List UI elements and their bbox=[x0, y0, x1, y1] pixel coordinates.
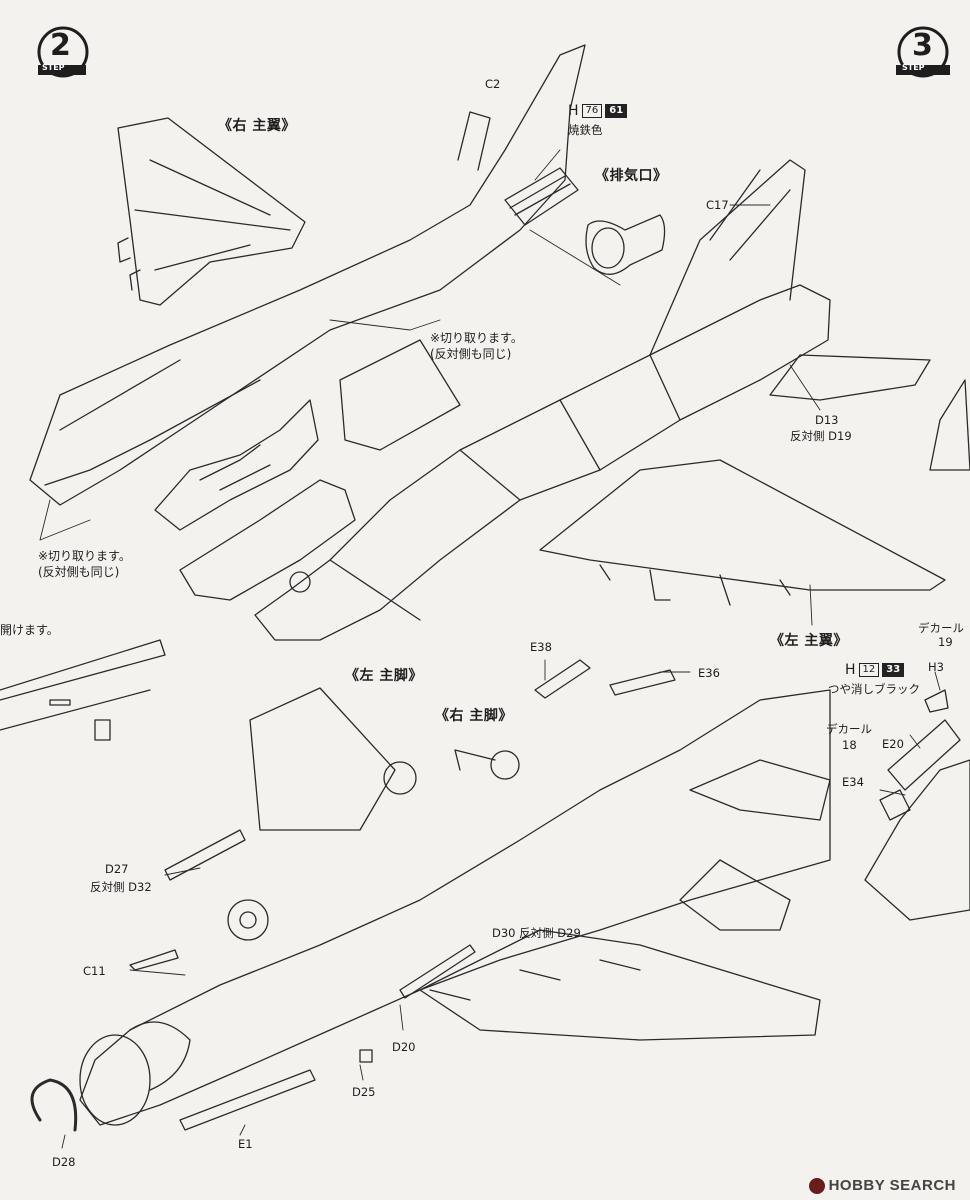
part-h3: H3 bbox=[928, 660, 944, 674]
step-2-marker: 2 STEP bbox=[28, 24, 98, 80]
paint-flat-black-prefix: H bbox=[845, 662, 856, 678]
step-3-badge-icon bbox=[896, 26, 950, 78]
part-d28: D28 bbox=[52, 1155, 76, 1169]
cut-note-upper-line1: ※切り取ります。 bbox=[430, 331, 523, 345]
decal-18-label: デカール bbox=[826, 722, 872, 736]
paint-burnt-iron: H 76 61 bbox=[568, 103, 628, 119]
fuselage-assembled-upper bbox=[254, 284, 831, 641]
cut-note-upper-line2: (反対側も同じ) bbox=[430, 347, 512, 361]
right-wing-outline bbox=[117, 117, 306, 306]
section-right-main-gear: 《右 主脚》 bbox=[435, 708, 513, 724]
hobby-search-logo-icon bbox=[808, 1177, 825, 1194]
paint-burnt-iron-name: 焼鉄色 bbox=[568, 123, 603, 137]
section-right-wing: 《右 主翼》 bbox=[218, 118, 296, 134]
part-e34: E34 bbox=[842, 775, 864, 789]
exhaust-nozzle bbox=[585, 214, 666, 275]
step-2-badge-icon bbox=[37, 26, 89, 78]
cut-note-lower: ※切り取ります。 (反対側も同じ) bbox=[38, 548, 131, 580]
fuselage-assembled-lower bbox=[79, 689, 831, 1126]
paint-flat-black-name: つや消しブラック bbox=[828, 682, 920, 696]
part-d27: D27 bbox=[105, 862, 129, 876]
step-3-marker: 3 STEP bbox=[888, 24, 958, 80]
paint-burnt-iron-code1: 76 bbox=[581, 104, 603, 118]
paint-flat-black-code1: 12 bbox=[858, 663, 880, 677]
part-c2: C2 bbox=[485, 77, 501, 91]
part-e20: E20 bbox=[882, 737, 904, 751]
cut-note-upper: ※切り取ります。 (反対側も同じ) bbox=[430, 330, 523, 362]
step-3-number: 3 bbox=[912, 28, 933, 63]
step-2-word: STEP bbox=[42, 63, 65, 72]
part-d32: 反対側 D32 bbox=[90, 880, 152, 894]
section-exhaust: 《排気口》 bbox=[595, 168, 668, 184]
paint-burnt-iron-code2: 61 bbox=[605, 104, 628, 118]
paint-burnt-iron-prefix: H bbox=[568, 103, 579, 119]
part-d25: D25 bbox=[352, 1085, 376, 1099]
part-e36: E36 bbox=[698, 666, 720, 680]
decal-18-number: 18 bbox=[842, 738, 857, 752]
part-d20: D20 bbox=[392, 1040, 416, 1054]
cut-note-left-partial: 開けます。 bbox=[0, 623, 59, 637]
step-2-number: 2 bbox=[50, 28, 71, 63]
paint-flat-black-code2: 33 bbox=[882, 663, 905, 677]
part-e1: E1 bbox=[238, 1137, 253, 1151]
part-d19: 反対側 D19 bbox=[790, 429, 852, 443]
part-e38: E38 bbox=[530, 640, 552, 654]
paint-flat-black: H 12 33 bbox=[845, 662, 905, 678]
section-left-wing: 《左 主翼》 bbox=[770, 633, 848, 649]
fuselage-half-upper bbox=[29, 44, 586, 506]
part-c11: C11 bbox=[83, 964, 106, 978]
section-left-main-gear: 《左 主脚》 bbox=[345, 668, 423, 684]
part-d13: D13 bbox=[815, 413, 839, 427]
decal-19-number: 19 bbox=[938, 635, 953, 649]
step-3-word: STEP bbox=[902, 63, 925, 72]
hobby-search-watermark: HOBBY SEARCH bbox=[808, 1177, 956, 1194]
cut-note-lower-line1: ※切り取ります。 bbox=[38, 549, 131, 563]
decal-19-label: デカール bbox=[918, 621, 964, 635]
hobby-search-text: HOBBY SEARCH bbox=[828, 1177, 956, 1194]
cut-note-lower-line2: (反対側も同じ) bbox=[38, 565, 120, 579]
part-c17: C17 bbox=[706, 198, 729, 212]
part-d30: D30 反対側 D29 bbox=[492, 926, 581, 940]
left-wing-outline bbox=[539, 459, 946, 591]
